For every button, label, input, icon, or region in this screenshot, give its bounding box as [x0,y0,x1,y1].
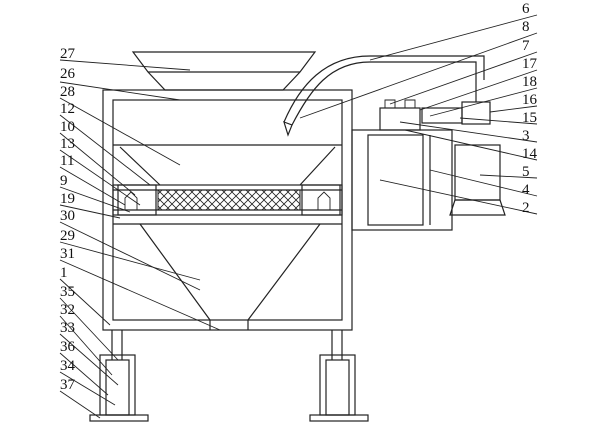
label-4: 4 [522,182,530,198]
feed-hopper [131,51,317,91]
label-27: 27 [60,46,76,62]
label-6: 6 [522,1,530,17]
label-17: 17 [522,56,538,72]
lower-funnel [113,223,342,330]
label-16: 16 [522,92,538,108]
label-31: 31 [60,246,75,262]
label-9: 9 [60,173,68,189]
label-26: 26 [60,66,76,82]
label-14: 14 [522,146,538,162]
labels-left: 27 26 28 12 10 13 11 9 19 30 29 31 1 35 … [60,46,76,393]
label-5: 5 [522,164,530,180]
label-3: 3 [522,128,530,144]
label-29: 29 [60,228,75,244]
right-support [309,330,369,422]
label-10: 10 [60,119,75,135]
label-12: 12 [60,101,75,117]
label-37: 37 [60,377,76,393]
label-8: 8 [522,19,530,35]
label-36: 36 [60,339,76,355]
label-33: 33 [60,320,75,336]
screen-mesh [112,184,343,216]
label-34: 34 [60,358,76,374]
label-13: 13 [60,136,75,152]
label-11: 11 [60,153,74,169]
label-19: 19 [60,191,75,207]
pump-unit [379,80,506,216]
labels-right: 6 8 7 17 18 16 15 3 14 5 4 2 [522,1,538,216]
upper-funnel [113,144,342,186]
leader-lines [59,14,538,419]
left-support [89,330,149,422]
label-30: 30 [60,208,75,224]
label-28: 28 [60,84,75,100]
side-tank [351,129,453,231]
label-1: 1 [60,265,68,281]
label-7: 7 [522,38,530,54]
label-18: 18 [522,74,537,90]
return-pipe [283,55,485,137]
label-35: 35 [60,284,75,300]
label-15: 15 [522,110,537,126]
label-2: 2 [522,200,530,216]
label-32: 32 [60,302,75,318]
